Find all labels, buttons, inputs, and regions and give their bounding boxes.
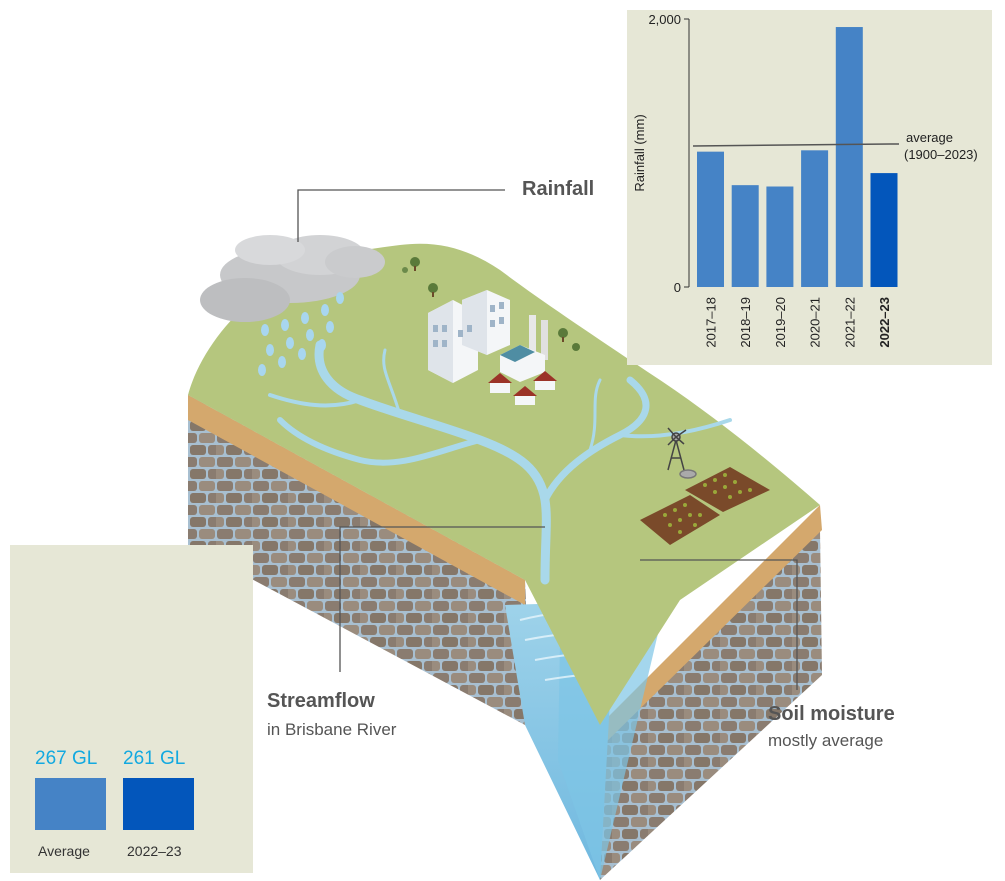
x-tick-label: 2022–23 [877, 297, 892, 348]
bar [731, 185, 759, 287]
x-tick-label: 2020–21 [808, 297, 823, 348]
streamflow-current-caption: 2022–23 [127, 843, 182, 859]
y-tick-label: 2,000 [648, 12, 681, 27]
x-tick-label: 2017–18 [704, 297, 719, 348]
cloud-icon [200, 235, 385, 322]
y-axis-label: Rainfall (mm) [632, 114, 647, 191]
house-icon [488, 371, 557, 405]
reference-line-period: (1900–2023) [904, 147, 978, 162]
y-tick-label: 0 [674, 280, 681, 295]
river-network [268, 340, 732, 585]
right-rock-face [600, 530, 822, 880]
left-soil-band [188, 395, 525, 605]
x-tick-label: 2021–22 [842, 297, 857, 348]
bar [801, 150, 829, 287]
land-surface [188, 243, 820, 725]
streamflow-current-value: 261 GL [123, 748, 186, 769]
streamflow-comparison-panel: 267 GL Average 261 GL 2022–23 [10, 545, 253, 873]
soil-moisture-label: Soil moisture [768, 703, 895, 725]
streamflow-label: Streamflow [267, 690, 375, 712]
left-rock-face [188, 395, 530, 725]
factory-icon [500, 315, 548, 382]
x-tick-label: 2018–19 [738, 297, 753, 348]
rainfall-label: Rainfall [522, 178, 595, 200]
building-icon [428, 290, 510, 383]
streamflow-sublabel: in Brisbane River [267, 720, 397, 739]
streamflow-current-swatch [123, 778, 194, 830]
reference-line-label: average [906, 130, 953, 145]
bar [766, 186, 794, 287]
rainfall-leader [297, 189, 505, 242]
bar [870, 173, 898, 287]
bar [697, 151, 724, 287]
streamflow-average-value: 267 GL [35, 748, 98, 769]
average-reference-line [692, 143, 900, 147]
soil-moisture-sublabel: mostly average [768, 731, 884, 750]
windmill-icon [667, 427, 697, 479]
streamflow-average-caption: Average [38, 843, 90, 859]
streamflow-average-swatch [35, 778, 106, 830]
streamflow-leader [339, 526, 545, 672]
right-soil-band [600, 505, 822, 748]
soil-moisture-leader [640, 559, 798, 690]
bar [835, 27, 863, 287]
x-tick-label: 2019–20 [773, 297, 788, 348]
tree-icon [402, 257, 580, 351]
leader-lines [297, 189, 798, 690]
crop-field-icon [640, 467, 770, 545]
rain-drops-icon [258, 292, 344, 376]
